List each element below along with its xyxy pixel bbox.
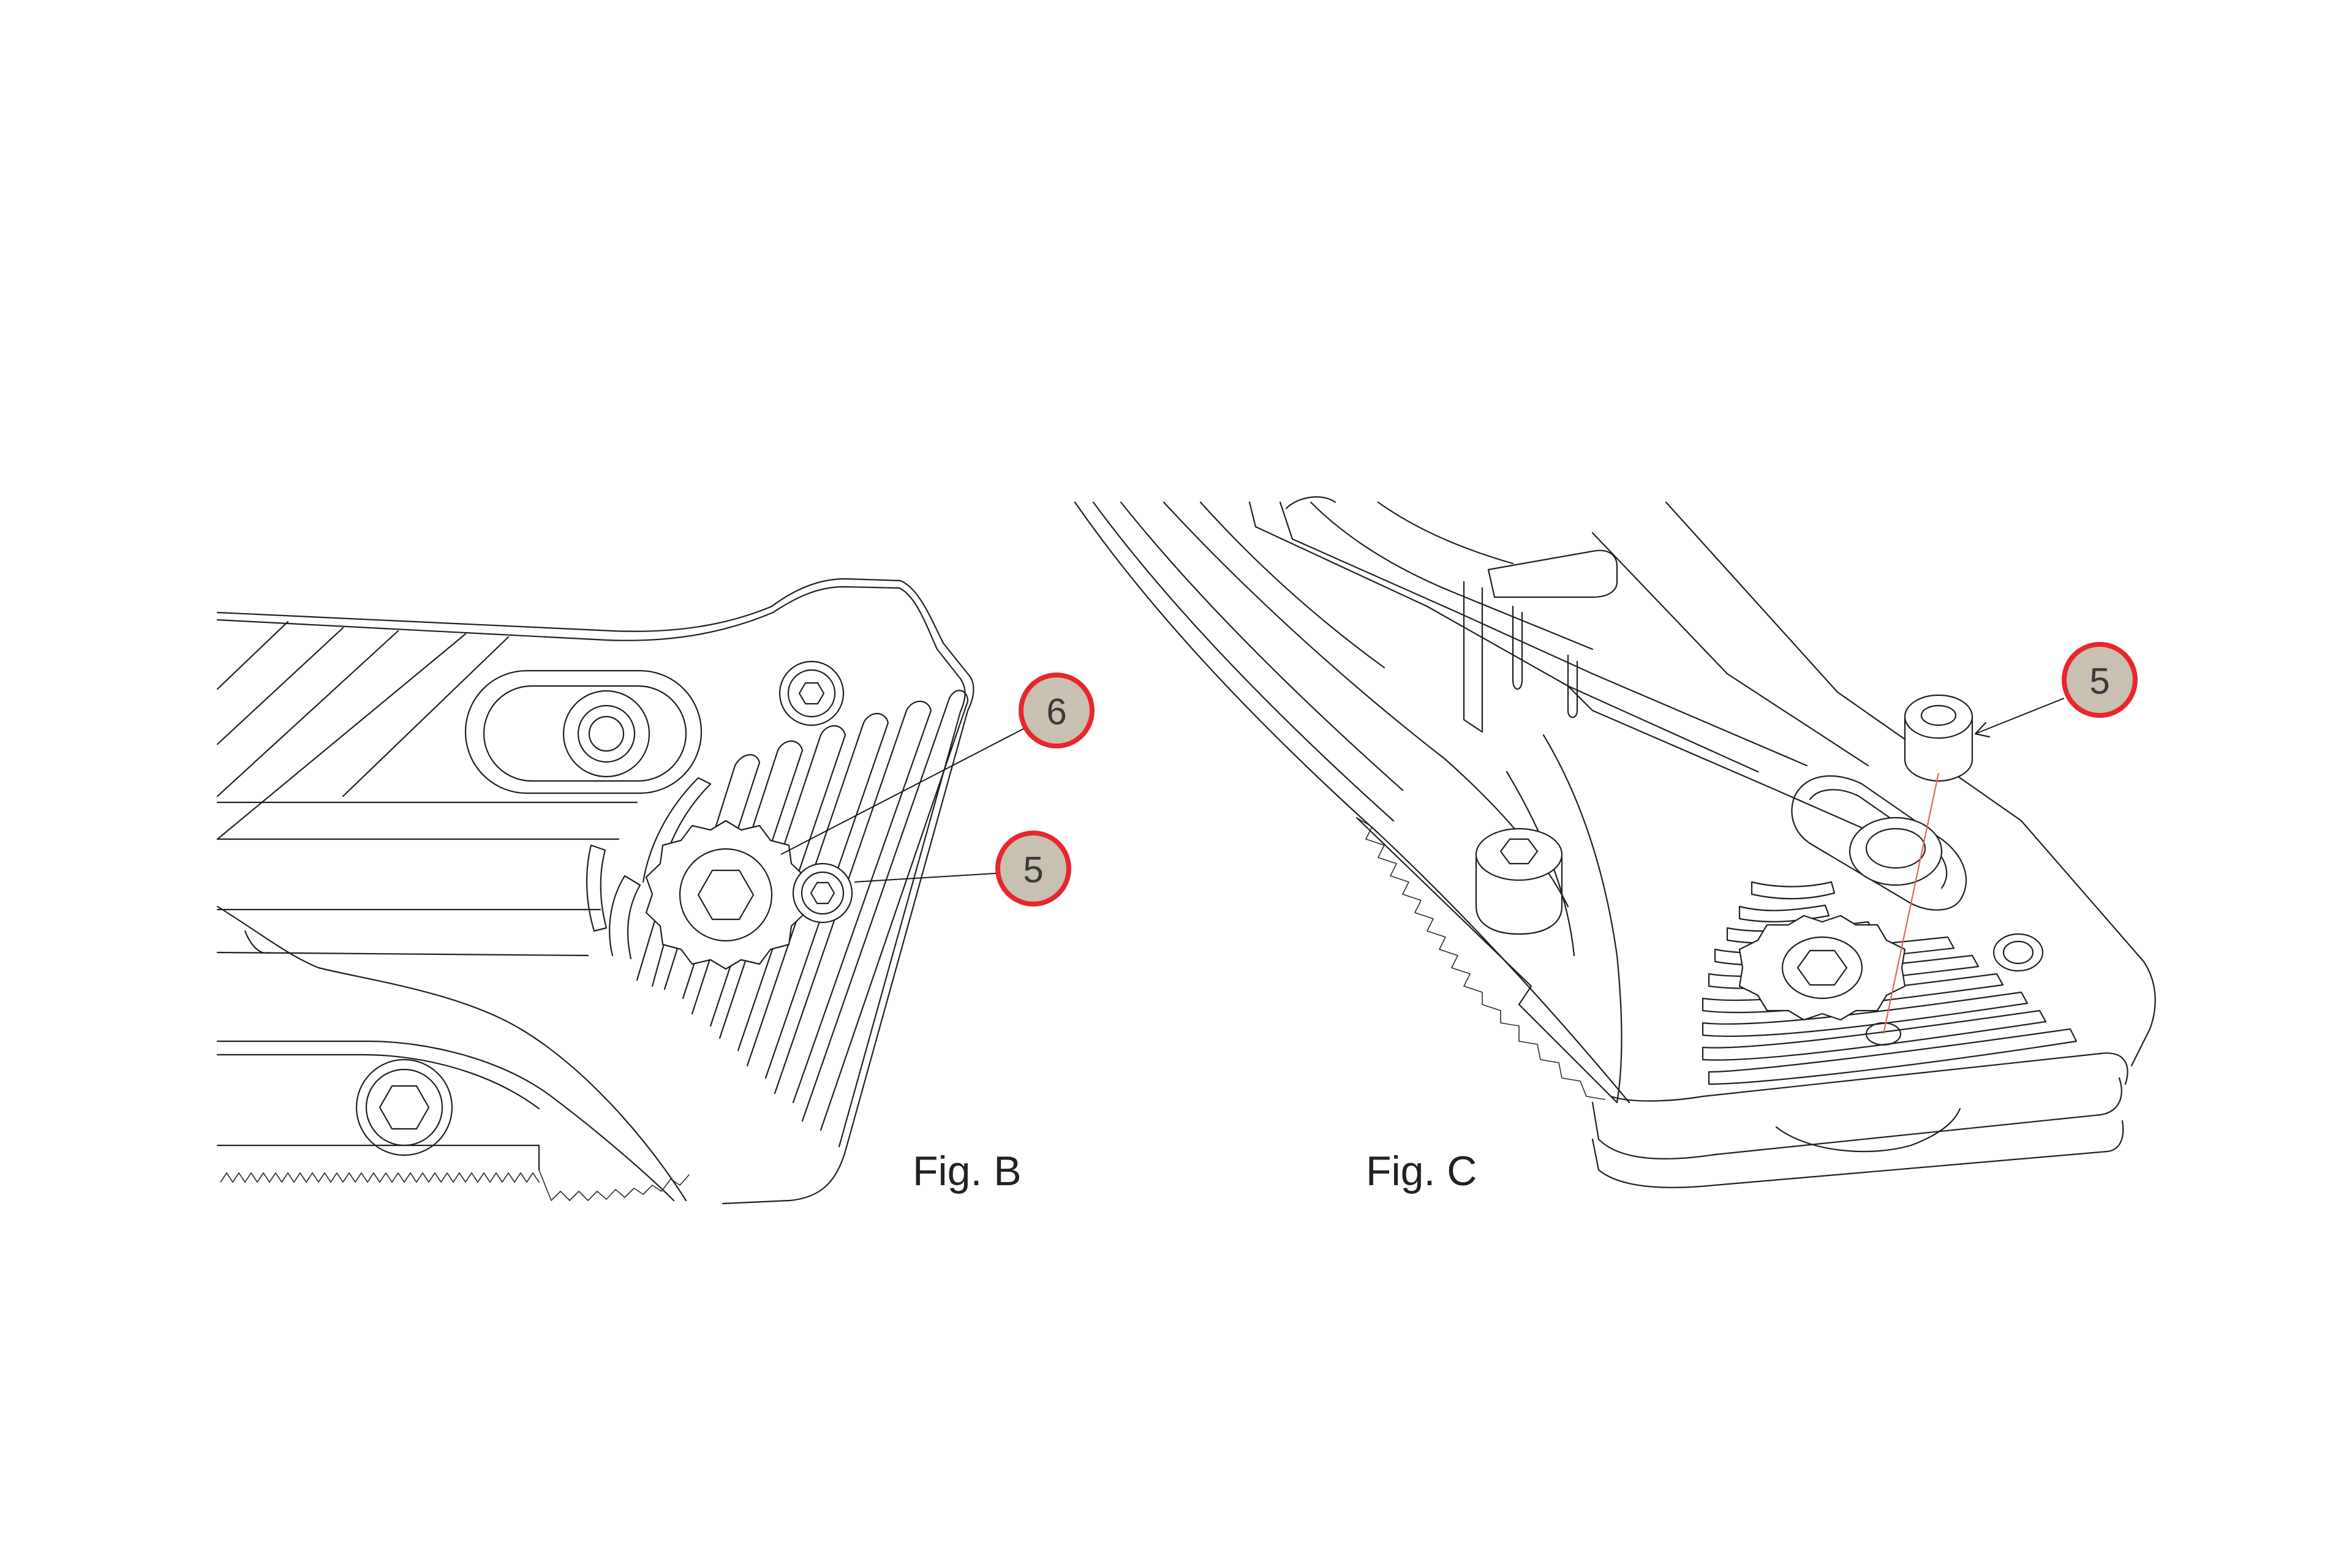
fig-c-top-lobe bbox=[1285, 496, 1336, 510]
fig-c-pin-1 bbox=[1512, 605, 1523, 690]
fig-b-bevel-3 bbox=[216, 630, 399, 797]
fig-b-label: Fig. B bbox=[913, 1148, 1022, 1194]
fig-b-slot-outer bbox=[464, 669, 703, 794]
fig-c-slot bbox=[1791, 775, 1967, 911]
fig-b-star-nut-ring bbox=[679, 848, 773, 942]
fig-b-drawing bbox=[216, 578, 1036, 1205]
fig-b-bevel-4 bbox=[216, 633, 467, 840]
fig-c-set-screw-socket bbox=[1920, 704, 1957, 726]
fig-c-washer-ring bbox=[1865, 827, 1926, 869]
fig-b-blade-spine bbox=[216, 1144, 540, 1171]
fig-c-label: Fig. C bbox=[1366, 1148, 1477, 1194]
fig-c-base-top bbox=[1610, 1052, 2128, 1102]
fig-c-leader-5 bbox=[1975, 698, 2065, 734]
fig-c-sweep-3 bbox=[1120, 501, 1404, 791]
fig-b-leader-6 bbox=[780, 722, 1036, 855]
fig-c-star-nut-ring bbox=[1781, 936, 1863, 1000]
fig-b-callout-5-text: 5 bbox=[1023, 850, 1043, 891]
fig-c-tab bbox=[1487, 549, 1618, 598]
fig-b-top-screw-inner bbox=[787, 669, 836, 718]
fig-c-star-nut bbox=[1738, 914, 1906, 1021]
fig-c-base-plate bbox=[1591, 1077, 2122, 1159]
fig-c-frame-mid bbox=[1567, 685, 1931, 859]
fig-b-curve-1 bbox=[216, 905, 687, 1202]
fig-c-small-screw-outer bbox=[1992, 933, 2044, 972]
fig-b-callout-5: 5 bbox=[995, 831, 1071, 907]
fig-b-slot-pivot-core bbox=[588, 715, 625, 752]
fig-b-lower-body bbox=[216, 1040, 675, 1202]
fig-b-star-nut-hex bbox=[697, 869, 755, 921]
fig-b-set-screw-inner bbox=[801, 871, 845, 915]
fig-c-body-curve bbox=[1542, 734, 1623, 1104]
fig-b-bevel-5 bbox=[342, 636, 510, 797]
fig-b-slot-pivot-ring bbox=[577, 704, 636, 763]
fig-b-star-nut bbox=[645, 820, 807, 970]
fig-b-leader-5 bbox=[854, 872, 1005, 883]
fig-b-handle-outline bbox=[216, 578, 974, 1205]
fig-c-set-screw-top bbox=[1904, 694, 1973, 739]
fig-c-pillar bbox=[1475, 856, 1563, 935]
fig-c-pin-2 bbox=[1567, 654, 1578, 718]
fig-c-small-screw-inner bbox=[2002, 940, 2034, 965]
fig-b-top-screw-outer bbox=[778, 660, 845, 726]
fig-c-pillar-hex bbox=[1499, 838, 1539, 865]
fig-c-tab-stem bbox=[1463, 581, 1483, 733]
fig-b-slot-pivot bbox=[562, 690, 650, 778]
fig-b-top-screw-hex bbox=[798, 682, 825, 705]
fig-c-frame-right-1 bbox=[1665, 501, 2156, 1067]
fig-b-lower-body-2 bbox=[216, 1054, 540, 1110]
fig-c-drawing bbox=[1074, 496, 2156, 1188]
fig-b-bevel-1 bbox=[216, 620, 289, 690]
fig-b-bevel-2 bbox=[216, 627, 344, 745]
fig-b-slot-inner bbox=[483, 685, 687, 782]
fig-b-callout-6-text: 6 bbox=[1046, 692, 1066, 733]
fig-b-set-screw-hex bbox=[810, 881, 835, 905]
fig-c-sweep-8 bbox=[1310, 501, 1594, 650]
fig-b-bottom-screw-ring bbox=[365, 1068, 443, 1147]
fig-b-rail-bottom bbox=[216, 951, 589, 957]
fig-c-sweep-9 bbox=[1377, 501, 1514, 565]
fig-c-blade-serration bbox=[1356, 817, 1605, 1100]
fig-c-base-wheel bbox=[1775, 1107, 1961, 1153]
fig-c-sweep-6 bbox=[1248, 501, 1759, 773]
fig-b-bottom-screw-outer bbox=[355, 1058, 453, 1156]
fig-c-alignment-line bbox=[1882, 772, 1940, 1035]
fig-c-star-nut-hex bbox=[1796, 949, 1848, 986]
fig-c-pillar-top bbox=[1475, 827, 1563, 881]
fig-c-sweep-2 bbox=[1092, 501, 1395, 822]
fig-c-leader-arrow bbox=[1974, 722, 1991, 738]
fig-c-callout-5-text: 5 bbox=[2089, 661, 2109, 702]
fig-c-blade-edge bbox=[1355, 816, 1618, 1104]
fig-c-sweep-7 bbox=[1279, 501, 1808, 767]
fig-b-curve-2 bbox=[244, 930, 271, 954]
fig-c-sweep-1 bbox=[1074, 501, 1630, 1104]
fig-c-callout-5: 5 bbox=[2062, 642, 2138, 718]
fig-c-frame-right-2 bbox=[1591, 532, 1869, 767]
fig-b-bottom-screw-hex bbox=[379, 1085, 430, 1130]
fig-c-washer bbox=[1849, 816, 1943, 886]
fig-b-callout-6: 6 bbox=[1019, 673, 1095, 748]
fig-b-blade-serration bbox=[220, 1172, 540, 1183]
fig-b-handle-inner-edge bbox=[216, 586, 966, 1148]
fig-c-base-bottom bbox=[1591, 1120, 2124, 1188]
fig-c-sweep-5 bbox=[1199, 501, 1385, 669]
fig-b-blade-serration-2 bbox=[538, 1169, 690, 1201]
fig-c-target-hole bbox=[1865, 1022, 1902, 1046]
